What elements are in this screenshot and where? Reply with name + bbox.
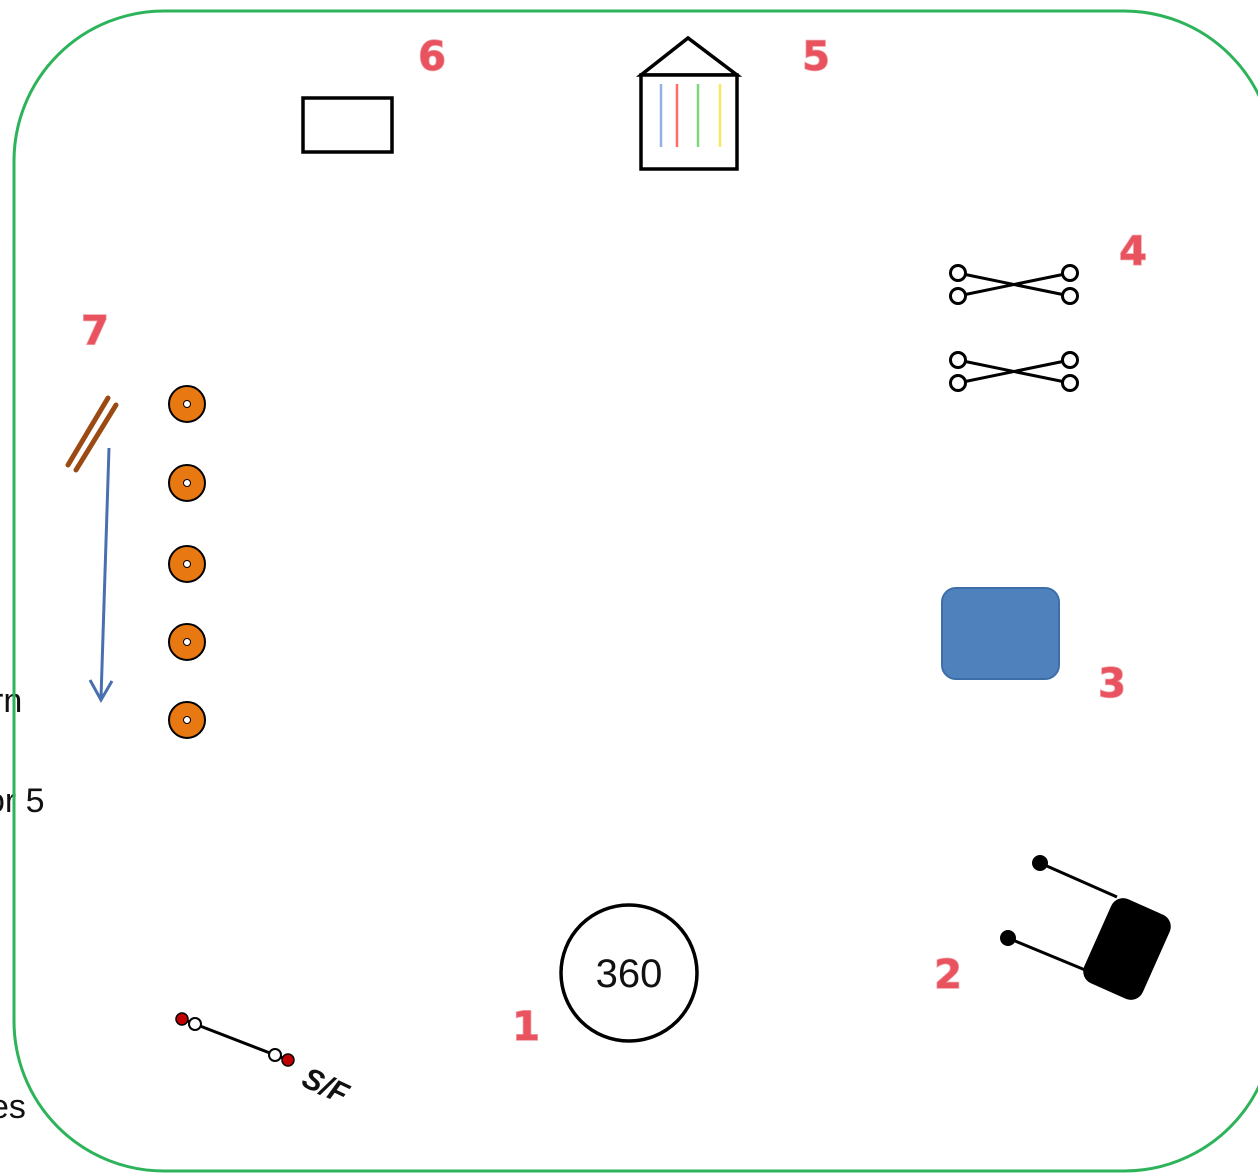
side-text-3: es <box>0 1088 26 1126</box>
pole-and-cones-icon <box>65 385 206 739</box>
station-6-number: 6 <box>418 34 446 80</box>
station-5: 5 <box>635 33 831 171</box>
cone-icon <box>168 623 206 661</box>
station-4: 4 <box>949 228 1148 392</box>
station-5-number: 5 <box>802 34 830 80</box>
station-4-number: 4 <box>1119 229 1147 275</box>
station-6: 6 <box>301 33 447 154</box>
station-3-number: 3 <box>1098 661 1126 707</box>
station-3: 3 <box>941 587 1127 708</box>
start-finish: S/F <box>175 1012 354 1111</box>
side-text-2: or 5 <box>0 782 45 820</box>
circle-360-icon <box>559 903 699 1043</box>
station-1-number: 1 <box>512 1004 540 1050</box>
streamer-gate-icon <box>635 35 743 171</box>
circle-360-label: 360 <box>596 952 663 996</box>
station-7-number: 7 <box>81 308 109 354</box>
cone-icon <box>168 701 206 739</box>
station-2: 2 <box>933 855 1171 1000</box>
cone-icon <box>168 464 206 502</box>
cone-icon <box>168 545 206 583</box>
station-1: 360 1 <box>511 903 699 1051</box>
station-7: 7 <box>65 307 206 739</box>
start-finish-label: S/F <box>297 1061 354 1111</box>
crossed-poles-icon <box>949 264 1079 392</box>
station-2-number: 2 <box>934 952 962 998</box>
side-text-1: rn <box>0 682 22 720</box>
blue-box-icon <box>941 587 1060 680</box>
rectangle-marker-icon <box>301 96 394 154</box>
arena-boundary <box>12 9 1258 1173</box>
mounting-block-icon <box>1000 855 1171 1000</box>
cone-icon <box>168 385 206 423</box>
